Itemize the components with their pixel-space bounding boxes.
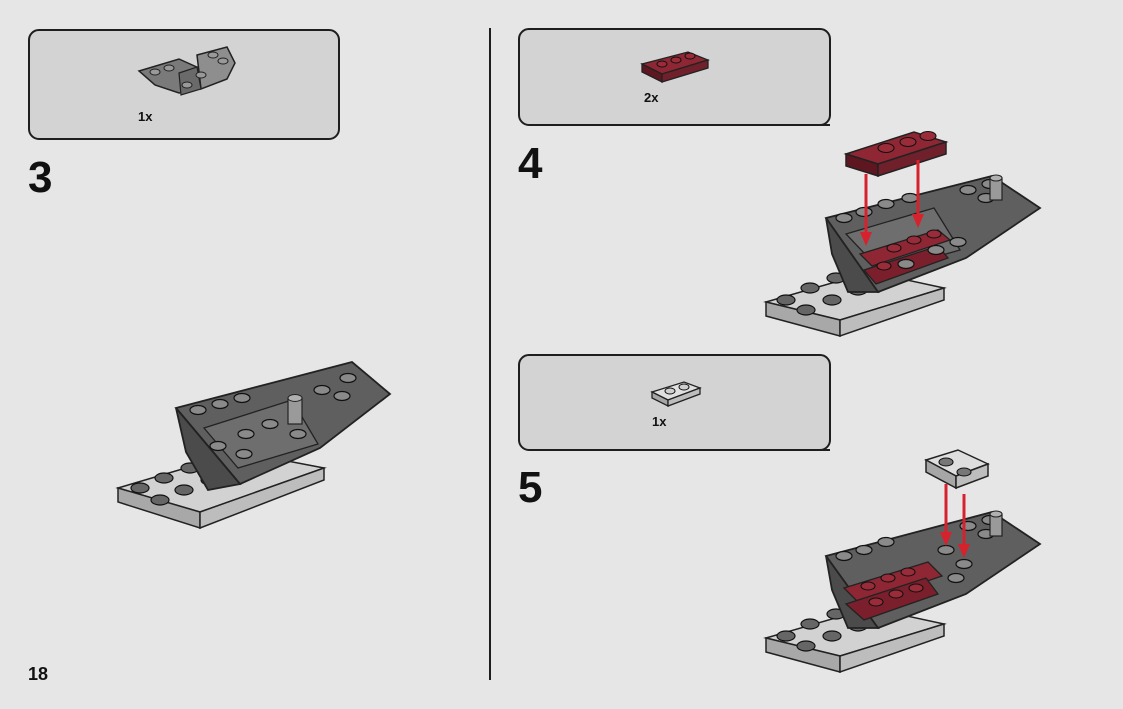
step-3-parts-callout: 1x — [28, 29, 340, 140]
step-5-part-quantity: 1x — [652, 414, 666, 429]
step-5-parts-callout: 1x — [518, 354, 831, 451]
inverted-slope-part-icon — [135, 45, 245, 105]
light-gray-plate-part-icon — [650, 378, 702, 408]
step-3-part-quantity: 1x — [138, 109, 152, 124]
step-4-part-quantity: 2x — [644, 90, 658, 105]
step-3-model-illustration — [112, 360, 394, 532]
page-number: 18 — [28, 664, 48, 685]
step-4-model-illustration — [760, 124, 1046, 346]
step-5-number: 5 — [518, 466, 542, 510]
page-divider — [489, 28, 491, 680]
step-3-number: 3 — [28, 156, 52, 200]
step-4-parts-callout: 2x — [518, 28, 831, 126]
step-5-model-illustration — [760, 448, 1046, 684]
step-4-number: 4 — [518, 142, 542, 186]
dark-red-plate-part-icon — [640, 50, 712, 84]
